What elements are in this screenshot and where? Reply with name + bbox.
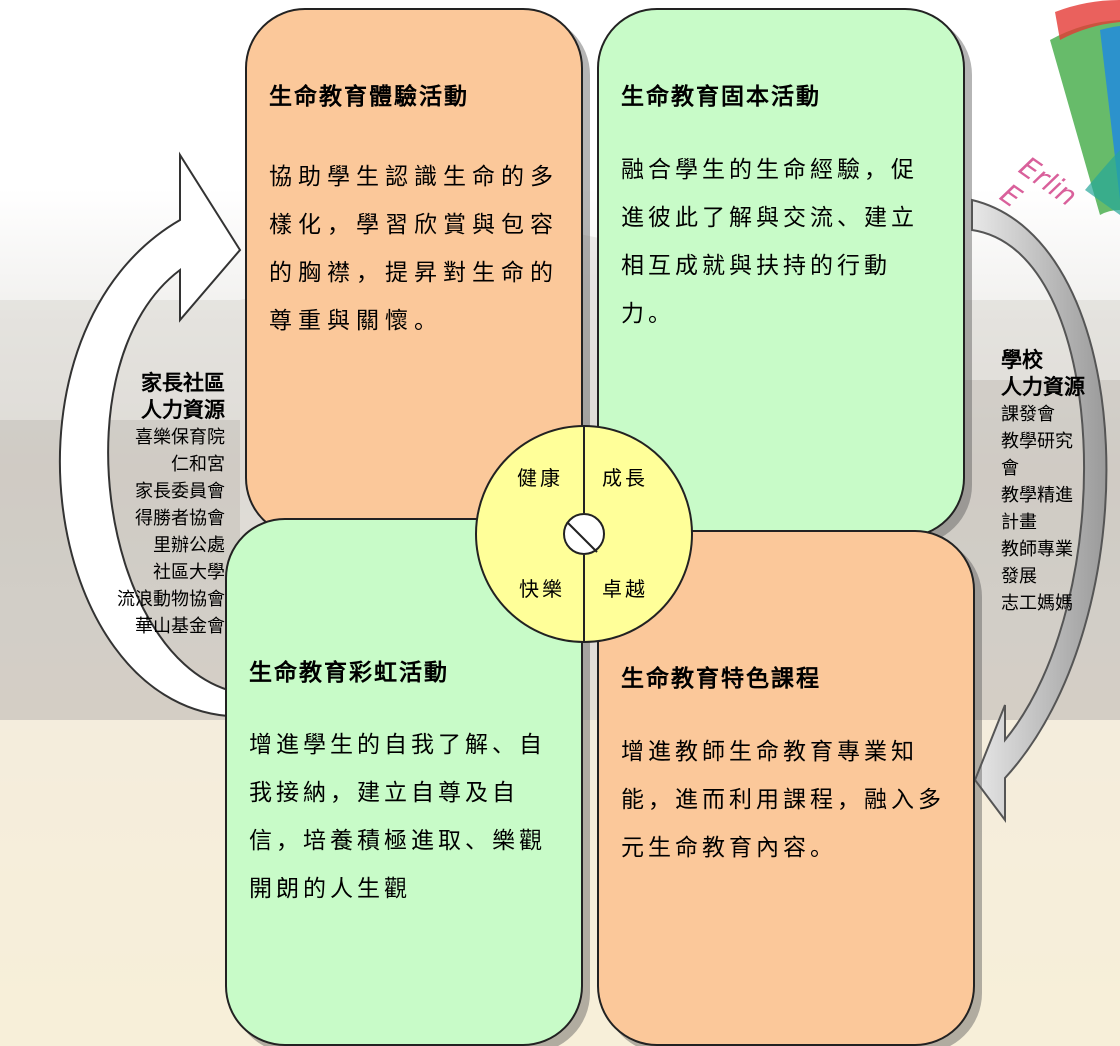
card-body: 增進教師生命教育專業知 能，進而利用課程，融入多 元生命教育內容。 xyxy=(621,739,945,861)
resource-item: 華山基金會 xyxy=(135,616,225,637)
card-featured-curriculum: 生命教育特色課程 增進教師生命教育專業知 能，進而利用課程，融入多 元生命教育內… xyxy=(597,530,975,1046)
school-resources: 學校 人力資源 課發會 教學研究 會 教學精進 計畫 教師專業 發展 志工媽媽 xyxy=(1001,347,1116,617)
resource-item: 家長委員會 xyxy=(135,481,225,502)
left-cycle-arrow xyxy=(58,151,242,718)
community-resources-list: 喜樂保育院 仁和宮 家長委員會 得勝者協會 里辦公處 社區大學 流浪動物協會 華… xyxy=(117,424,225,640)
resource-item: 計畫 xyxy=(1001,512,1037,533)
resource-item: 課發會 xyxy=(1001,404,1055,425)
card-rainbow-activity: 生命教育彩虹活動 增進學生的自我了解、自 我接納，建立自尊及自 信，培養積極進取… xyxy=(225,518,583,1046)
school-resources-title: 學校 人力資源 xyxy=(1001,348,1085,399)
card-body: 增進學生的自我了解、自 我接納，建立自尊及自 信，培養積極進取、樂觀 開朗的人生… xyxy=(249,732,546,902)
card-title: 生命教育體驗活動 xyxy=(269,83,469,110)
resource-item: 教學精進 xyxy=(1001,485,1073,506)
card-title: 生命教育特色課程 xyxy=(621,665,821,692)
resource-item: 會 xyxy=(1001,458,1019,479)
card-title: 生命教育彩虹活動 xyxy=(249,659,449,686)
resource-item: 教師專業 xyxy=(1001,539,1073,560)
school-logo xyxy=(1050,0,1120,215)
community-resources-title: 家長社區 人力資源 xyxy=(141,371,225,422)
card-foundation-activity: 生命教育固本活動 融合學生的生命經驗，促 進彼此了解與交流、建立 相互成就與扶持… xyxy=(597,8,965,538)
card-body: 協助學生認識生命的多 樣化，學習欣賞與包容 的胸襟，提昇對生命的 尊重與關懷。 xyxy=(269,164,559,334)
community-resources: 家長社區 人力資源 喜樂保育院 仁和宮 家長委員會 得勝者協會 里辦公處 社區大… xyxy=(117,370,225,640)
resource-item: 社區大學 xyxy=(153,562,225,583)
resource-item: 流浪動物協會 xyxy=(117,589,225,610)
resource-item: 喜樂保育院 xyxy=(135,427,225,448)
resource-item: 教學研究 xyxy=(1001,431,1073,452)
resource-item: 發展 xyxy=(1001,566,1037,587)
resource-item: 得勝者協會 xyxy=(135,508,225,529)
resource-item: 志工媽媽 xyxy=(1001,593,1073,614)
card-body: 融合學生的生命經驗，促 進彼此了解與交流、建立 相互成就與扶持的行動 力。 xyxy=(621,157,918,327)
card-title: 生命教育固本活動 xyxy=(621,83,821,110)
school-resources-list: 課發會 教學研究 會 教學精進 計畫 教師專業 發展 志工媽媽 xyxy=(1001,401,1116,617)
resource-item: 仁和宮 xyxy=(171,454,225,475)
right-cycle-arrow xyxy=(971,198,1108,823)
resource-item: 里辦公處 xyxy=(153,535,225,556)
